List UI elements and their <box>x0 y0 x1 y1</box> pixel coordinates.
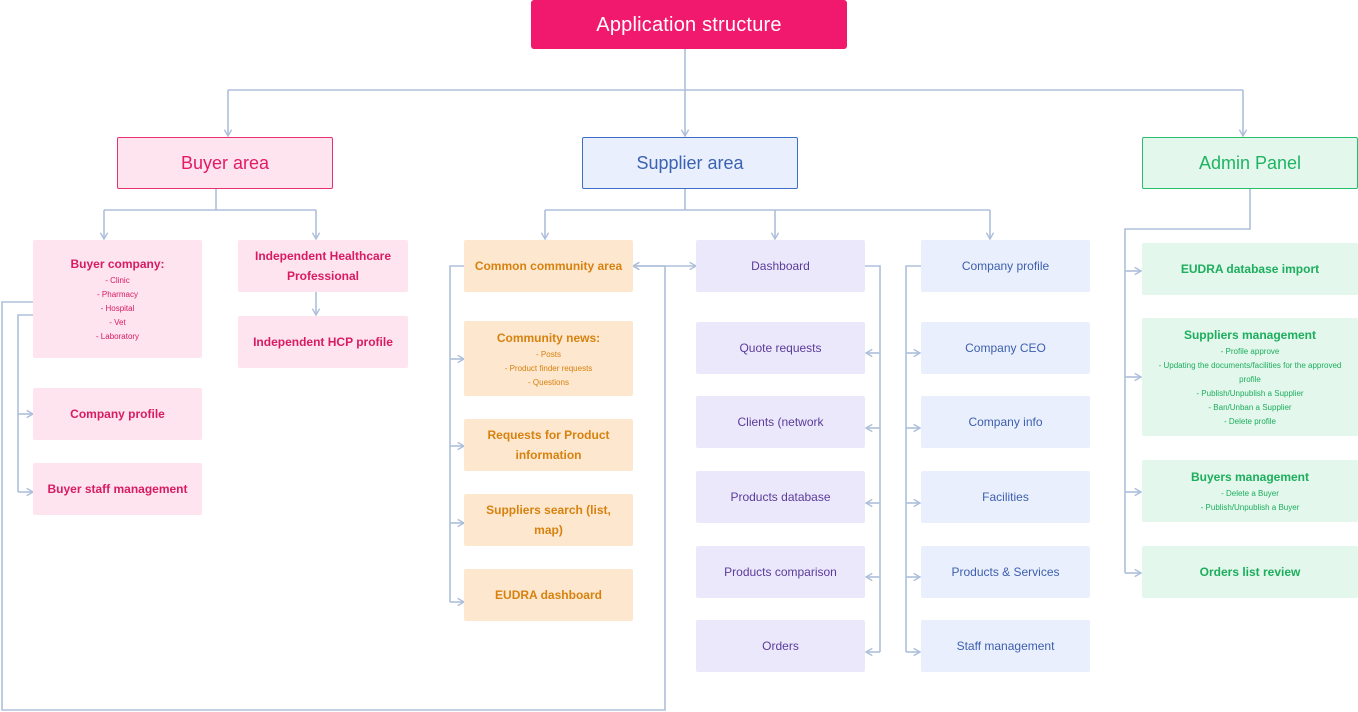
orders-list-review-title: Orders list review <box>1199 565 1301 579</box>
clients-network-title: Clients (network <box>737 415 824 429</box>
independent-healthcare-professional-title: Independent Healthcare Professional <box>254 249 392 283</box>
buyer-staff-management-title: Buyer staff management <box>47 482 188 496</box>
suppliers-management-item: - Publish/Unpublish a Supplier <box>1196 389 1304 398</box>
application-structure-title: Application structure <box>596 13 782 36</box>
products-and-services-node: Products & Services <box>921 546 1090 598</box>
buyer-company-profile-title: Company profile <box>70 407 165 421</box>
community-news-title: Community news: <box>496 330 601 345</box>
dashboard-node: Dashboard <box>696 240 865 292</box>
buyer-company-item: - Hospital <box>100 304 135 313</box>
suppliers-management-item: - Delete profile <box>1223 417 1277 426</box>
buyer-area-title: Buyer area <box>180 153 270 173</box>
independent-healthcare-professional-node: Independent Healthcare Professional <box>238 240 408 292</box>
orders-list-review-node: Orders list review <box>1142 546 1358 598</box>
buyers-management-item: - Publish/Unpublish a Buyer <box>1200 503 1300 512</box>
buyer-company-item: - Pharmacy <box>97 290 138 299</box>
suppliers-management-item: - Updating the documents/facilities for … <box>1158 361 1342 384</box>
products-comparison-node: Products comparison <box>696 546 865 598</box>
buyer-area-node: Buyer area <box>117 137 333 189</box>
products-database-title: Products database <box>730 490 831 504</box>
community-news-item: - Posts <box>536 349 561 359</box>
admin-panel-title: Admin Panel <box>1198 153 1302 173</box>
suppliers-management-item: - Profile approve <box>1220 347 1280 356</box>
company-info-title: Company info <box>968 415 1043 429</box>
community-news-item: - Questions <box>528 377 569 387</box>
staff-management-node: Staff management <box>921 620 1090 672</box>
suppliers-search-title: Suppliers search (list, map) <box>486 503 611 537</box>
buyers-management-item: - Delete a Buyer <box>1221 489 1279 498</box>
buyers-management-title: Buyers management <box>1190 470 1310 484</box>
buyer-company-title: Buyer company: <box>70 257 165 271</box>
suppliers-management-title: Suppliers management <box>1183 328 1317 342</box>
orders-node: Orders <box>696 620 865 672</box>
common-community-area-title: Common community area <box>474 259 623 273</box>
admin-panel-node: Admin Panel <box>1142 137 1358 189</box>
buyer-company-item: - Vet <box>109 318 126 327</box>
facilities-node: Facilities <box>921 471 1090 523</box>
company-ceo-node: Company CEO <box>921 322 1090 374</box>
company-ceo-title: Company CEO <box>965 341 1046 355</box>
requests-for-product-information-node: Requests for Product information <box>464 419 633 471</box>
supplier-company-profile-node: Company profile <box>921 240 1090 292</box>
quote-requests-title: Quote requests <box>739 341 822 355</box>
buyers-management-node: Buyers management - Delete a Buyer - Pub… <box>1142 460 1358 522</box>
suppliers-management-node: Suppliers management - Profile approve -… <box>1142 318 1358 436</box>
company-info-node: Company info <box>921 396 1090 448</box>
supplier-area-node: Supplier area <box>582 137 798 189</box>
buyer-staff-management-node: Buyer staff management <box>33 463 202 515</box>
buyer-company-profile-node: Company profile <box>33 388 202 440</box>
clients-network-node: Clients (network <box>696 396 865 448</box>
eudra-dashboard-node: EUDRA dashboard <box>464 569 633 621</box>
community-news-item: - Product finder requests <box>504 363 593 373</box>
application-structure-node: Application structure <box>531 0 847 49</box>
staff-management-title: Staff management <box>956 639 1055 653</box>
supplier-company-profile-title: Company profile <box>961 259 1050 273</box>
eudra-database-import-title: EUDRA database import <box>1180 262 1320 276</box>
buyer-company-item: - Laboratory <box>95 332 140 341</box>
suppliers-search-node: Suppliers search (list, map) <box>464 494 633 546</box>
orders-title: Orders <box>762 639 799 653</box>
quote-requests-node: Quote requests <box>696 322 865 374</box>
community-news-node: Community news: - Posts - Product finder… <box>464 321 633 396</box>
products-comparison-title: Products comparison <box>724 565 837 579</box>
supplier-area-title: Supplier area <box>636 153 744 173</box>
independent-hcp-profile-node: Independent HCP profile <box>238 316 408 368</box>
facilities-title: Facilities <box>982 490 1029 504</box>
eudra-dashboard-title: EUDRA dashboard <box>495 588 602 602</box>
buyer-company-item: - Clinic <box>105 276 130 285</box>
dashboard-title: Dashboard <box>751 259 810 273</box>
products-and-services-title: Products & Services <box>951 565 1060 579</box>
requests-for-product-information-title: Requests for Product information <box>487 428 610 462</box>
suppliers-management-item: - Ban/Unban a Supplier <box>1208 403 1292 412</box>
common-community-area-node: Common community area <box>464 240 633 292</box>
independent-hcp-profile-title: Independent HCP profile <box>253 335 393 349</box>
products-database-node: Products database <box>696 471 865 523</box>
eudra-database-import-node: EUDRA database import <box>1142 243 1358 295</box>
buyer-company-node: Buyer company: - Clinic - Pharmacy - Hos… <box>33 240 202 358</box>
